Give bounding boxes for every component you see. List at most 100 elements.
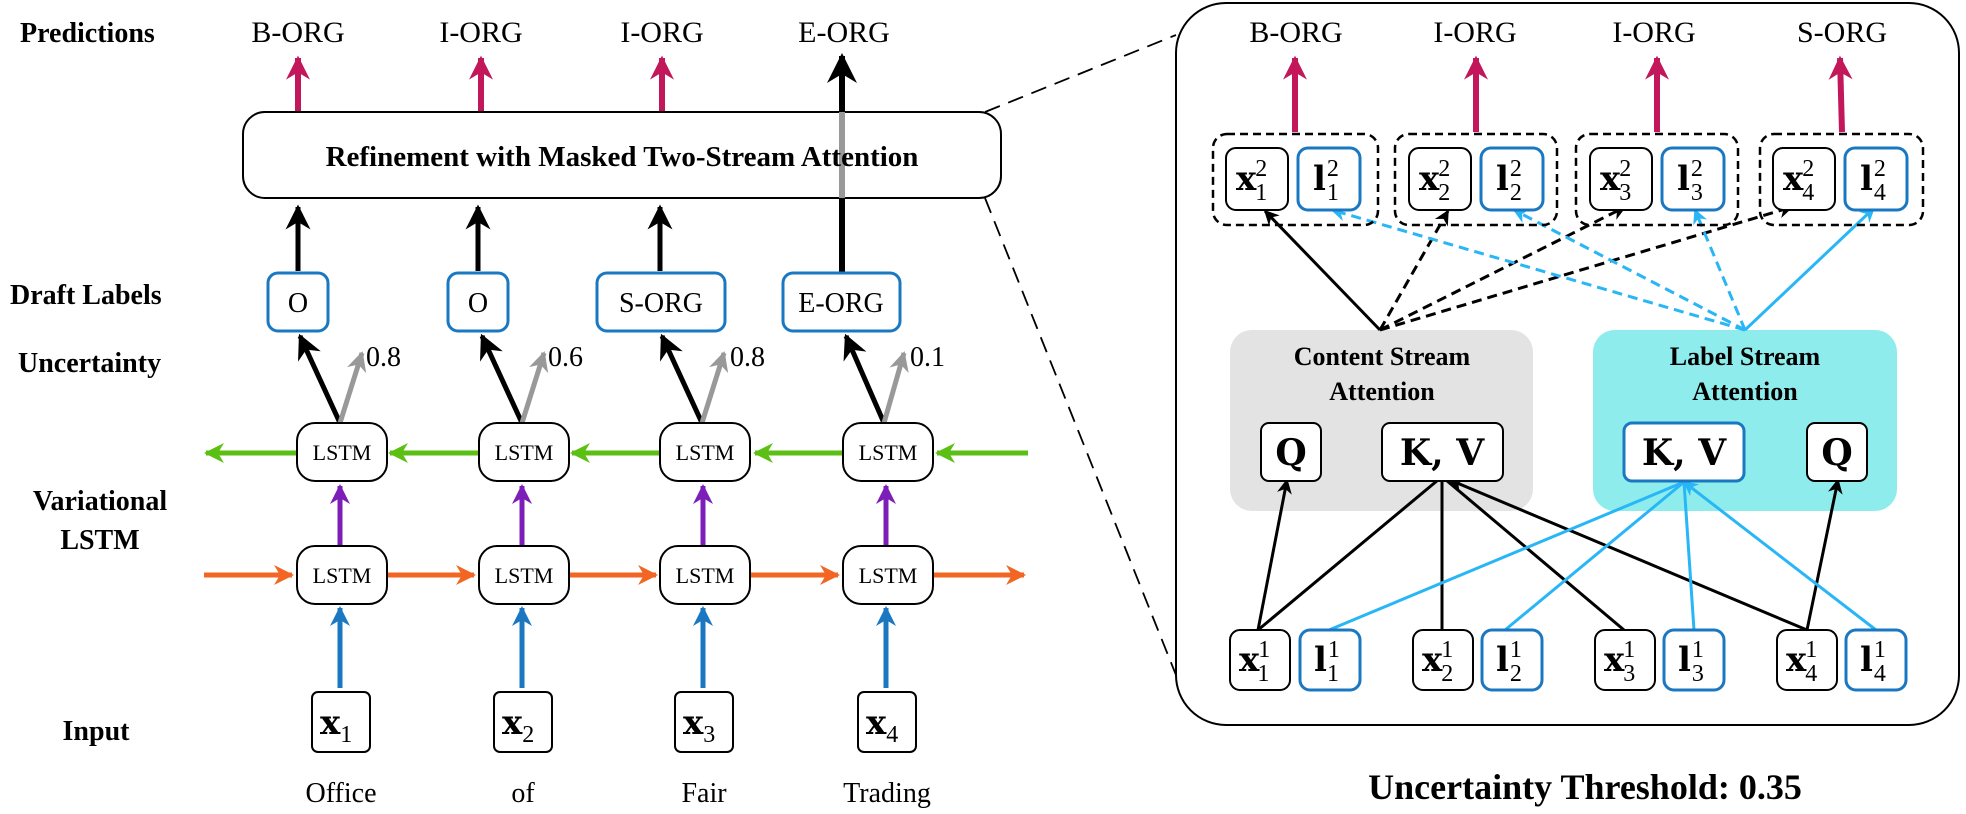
- lstm-to-draft-arrow-2: [479, 333, 525, 425]
- label-kv-box: [1622, 421, 1746, 483]
- top-l-box-3: [1660, 146, 1726, 212]
- row-label-predictions: Predictions: [20, 18, 155, 49]
- row-label-lstm: LSTM: [60, 525, 139, 556]
- top-l-box-4: [1843, 146, 1909, 212]
- detail-prediction-label-1: B-ORG: [1249, 16, 1342, 49]
- label-to-l4-line: [1743, 206, 1876, 332]
- top-l-box-1: [1296, 146, 1362, 212]
- draft-label-box-3: [595, 271, 727, 333]
- input-word-2: of: [511, 778, 535, 809]
- prediction-label-1: B-ORG: [251, 16, 344, 49]
- input-token-4: x4: [866, 703, 898, 748]
- top-x-box-2: [1408, 147, 1472, 211]
- bottom-x-box-4: [1776, 629, 1838, 691]
- label-stream-title-2: Attention: [1692, 377, 1798, 406]
- zoom-line-bottom: [984, 197, 1177, 676]
- content-q-box: [1260, 422, 1322, 482]
- content-to-x3-line: [1379, 205, 1627, 332]
- uncertainty-threshold-caption: Uncertainty Threshold: 0.35: [1368, 767, 1802, 807]
- top-token-group-2: [1393, 132, 1559, 227]
- forward-lstm-label-3: LSTM: [676, 563, 735, 588]
- top-x-box-4: [1772, 147, 1836, 211]
- forward-lstm-cell-4: [842, 545, 934, 605]
- refinement-label: Refinement with Masked Two-Stream Attent…: [326, 141, 919, 173]
- forward-lstm-cell-2: [478, 545, 570, 605]
- label-q-label: Q: [1821, 432, 1852, 474]
- prediction-label-2: I-ORG: [439, 16, 522, 49]
- bottom-x-box-2: [1412, 629, 1474, 691]
- label-to-l1-line: [1330, 206, 1746, 332]
- x1-to-content-kv-line: [1257, 478, 1439, 632]
- row-label-input: Input: [63, 716, 131, 747]
- draft-label-box-4: [781, 271, 902, 333]
- content-to-x1-line: [1263, 209, 1382, 332]
- draft-label-1: O: [288, 288, 308, 319]
- label-to-l3-line: [1693, 208, 1747, 331]
- row-label-variational: Variational: [33, 486, 168, 517]
- backward-lstm-label-3: LSTM: [676, 440, 735, 465]
- l3-to-label-kv-line: [1682, 481, 1696, 631]
- forward-lstm-label-2: LSTM: [495, 563, 554, 588]
- detail-panel: B-ORG I-ORG I-ORG S-ORG Content Stream A…: [1175, 2, 1960, 726]
- top-x-box-1: [1225, 147, 1289, 211]
- uncertainty-arrow-4: [881, 351, 909, 424]
- uncertainty-arrow-3: [699, 351, 729, 424]
- bottom-x-box-3: [1594, 629, 1656, 691]
- label-q-box: [1806, 422, 1868, 482]
- input-token-3: x3: [683, 703, 715, 748]
- top-token-group-4: [1758, 132, 1925, 227]
- forward-lstm-label-1: LSTM: [313, 563, 372, 588]
- uncertainty-value-4: 0.1: [910, 342, 945, 373]
- forward-lstm-label-4: LSTM: [859, 563, 918, 588]
- lstm-to-draft-arrow-3: [659, 333, 705, 425]
- detail-prediction-label-3: I-ORG: [1612, 16, 1695, 49]
- x4-to-content-kv-line: [1448, 478, 1808, 632]
- input-word-1: Office: [306, 778, 377, 809]
- top-token-group-3: [1574, 132, 1740, 227]
- content-stream-title-2: Attention: [1329, 377, 1435, 406]
- input-word-4: Trading: [843, 778, 931, 809]
- uncertainty-value-3: 0.8: [730, 342, 765, 373]
- row-label-draft-labels: Draft Labels: [10, 280, 162, 311]
- detail-prediction-arrow-4: [1828, 55, 1853, 133]
- bottom-x-box-1: [1229, 629, 1291, 691]
- bottom-l-box-2: [1480, 628, 1544, 692]
- detail-prediction-label-4: S-ORG: [1797, 16, 1887, 49]
- input-box-4: [857, 691, 917, 753]
- uncertainty-arrow-2: [519, 351, 549, 424]
- backward-lstm-label-1: LSTM: [313, 440, 372, 465]
- uncertainty-value-2: 0.6: [548, 342, 583, 373]
- row-label-uncertainty: Uncertainty: [18, 348, 161, 379]
- uncertainty-arrow-1: [337, 351, 367, 424]
- draft-label-4: E-ORG: [798, 288, 884, 319]
- l4-to-label-kv-line: [1682, 480, 1877, 632]
- content-to-x4-line: [1379, 203, 1794, 332]
- x1-to-content-q-line: [1256, 478, 1292, 631]
- l2-to-label-kv-line: [1504, 480, 1685, 632]
- input-token-1: x1: [320, 703, 352, 748]
- draft-label-3: S-ORG: [619, 288, 703, 319]
- prediction-label-4: E-ORG: [798, 16, 890, 49]
- bottom-l-box-1: [1298, 628, 1362, 692]
- forward-lstm-cell-1: [296, 545, 388, 605]
- content-stream-title-1: Content Stream: [1294, 342, 1471, 371]
- bottom-l-box-4: [1844, 628, 1908, 692]
- label-to-l2-line: [1512, 208, 1746, 332]
- draft-label-box-1: [266, 271, 330, 333]
- label-kv-label: K, V: [1642, 432, 1727, 474]
- content-to-x2-line: [1378, 209, 1450, 331]
- input-token-2: x2: [502, 703, 534, 748]
